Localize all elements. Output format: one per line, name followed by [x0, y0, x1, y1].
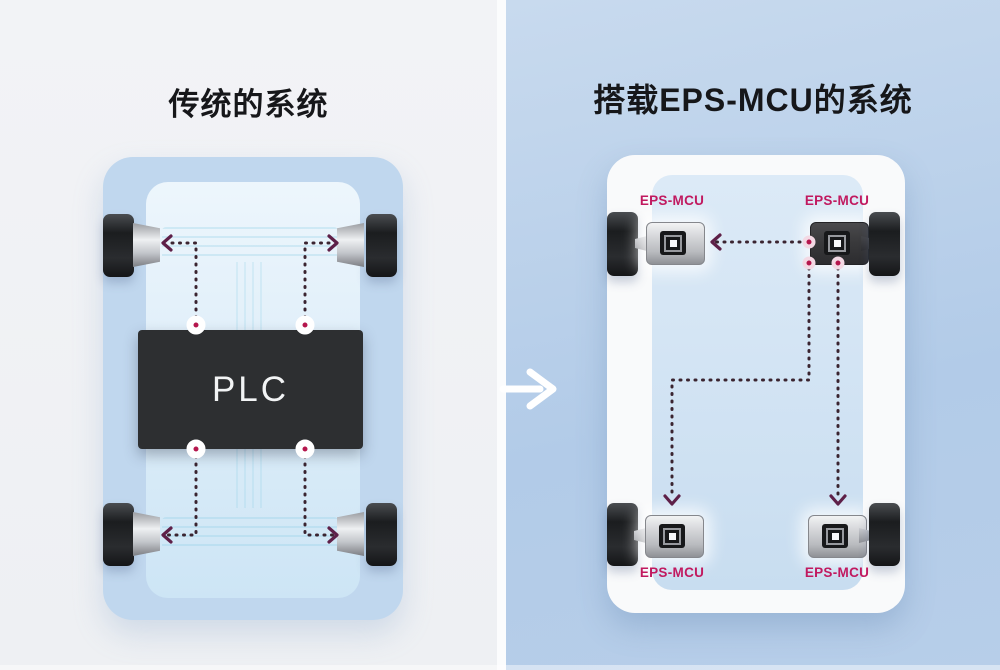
- wheel-front-right-mcu: [869, 212, 900, 276]
- chip-frame: [663, 527, 681, 545]
- axle-connector-rear-right: [859, 528, 871, 543]
- eps-mcu-label-rear-right: EPS-MCU: [804, 565, 870, 580]
- chip-core: [668, 532, 676, 540]
- wheel-rear-left-mcu: [607, 503, 638, 566]
- wheel-rear-right: [366, 503, 397, 566]
- chip-frame: [828, 234, 846, 252]
- chip-core: [831, 532, 839, 540]
- eps-mcu-label-rear-left: EPS-MCU: [639, 565, 705, 580]
- right-panel-title: 搭载EPS-MCU的系统: [593, 82, 913, 119]
- hub-rear-left: [133, 512, 160, 556]
- bottom-highlight-strip: [0, 665, 1000, 670]
- wheel-front-left: [103, 214, 134, 277]
- mcu-chip-icon: [659, 524, 685, 548]
- hub-front-right: [337, 223, 364, 267]
- wheel-front-right: [366, 214, 397, 277]
- rear-axle-pattern: [162, 517, 338, 551]
- wheel-front-left-mcu: [607, 212, 638, 276]
- panel-divider: [497, 0, 506, 670]
- plc-controller: PLC: [138, 330, 363, 449]
- chip-core: [669, 239, 677, 247]
- wheel-rear-left: [103, 503, 134, 566]
- eps-mcu-label-front-right: EPS-MCU: [804, 193, 870, 208]
- hub-front-left: [133, 223, 160, 267]
- front-axle-pattern: [162, 227, 338, 261]
- chip-frame: [826, 527, 844, 545]
- plc-label: PLC: [211, 369, 290, 409]
- mcu-chip-icon: [822, 524, 848, 548]
- mcu-chip-icon: [824, 231, 850, 255]
- axle-connector-front-left: [635, 236, 647, 251]
- eps-mcu-label-front-left: EPS-MCU: [639, 193, 705, 208]
- chip-core: [833, 239, 841, 247]
- axle-connector-rear-left: [634, 528, 646, 543]
- left-panel-title: 传统的系统: [168, 86, 329, 122]
- hub-rear-right: [337, 512, 364, 556]
- wheel-rear-right-mcu: [869, 503, 900, 566]
- chip-frame: [664, 234, 682, 252]
- mcu-chip-icon: [660, 231, 686, 255]
